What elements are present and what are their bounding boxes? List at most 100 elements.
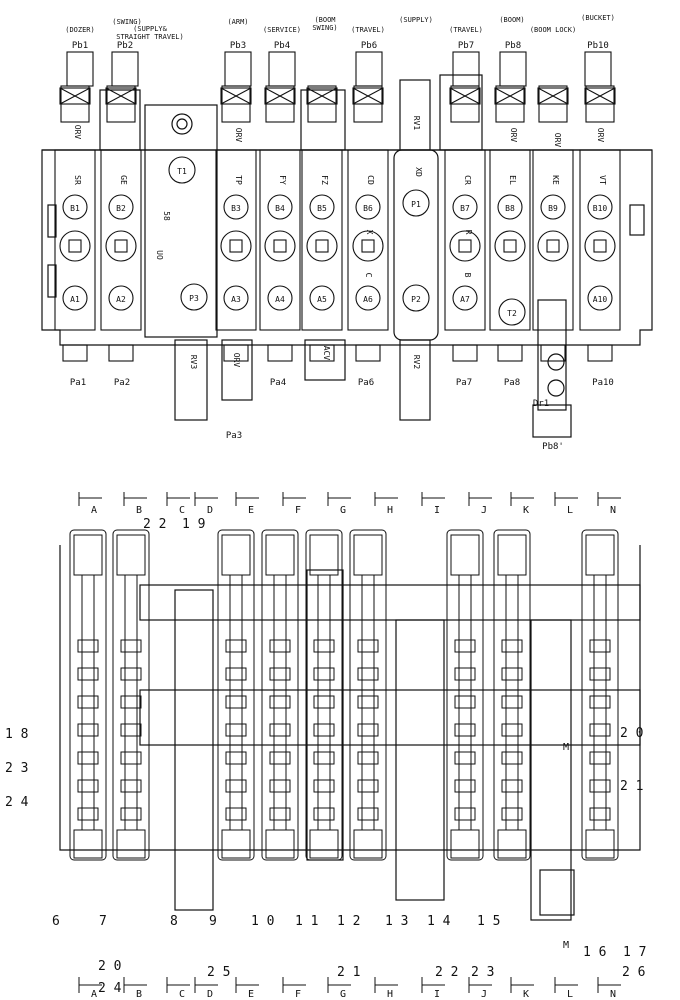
spool-land (120, 695, 142, 709)
part-number-label: 2 1 (620, 779, 643, 794)
section-spool-cap (353, 534, 383, 576)
section-spool-end (309, 829, 339, 859)
section-spool-cap (116, 534, 146, 576)
spool-section (532, 149, 574, 331)
section-letter-bottom: C (179, 989, 185, 1000)
section-letter-top: H (387, 505, 393, 516)
spool-land (313, 751, 335, 765)
spool-center-circle (494, 230, 526, 262)
section-letter-top: D (207, 505, 213, 516)
part-number-label: 2 3 (471, 965, 494, 980)
part-number-label: 1 7 (623, 945, 646, 960)
body-marking: X (365, 230, 374, 235)
spool-land (454, 723, 476, 737)
spool-land (454, 751, 476, 765)
port-circle-b (355, 194, 381, 220)
section-spool-end (585, 829, 615, 859)
boom-swing-spool (306, 569, 344, 861)
pb8prime-port (532, 404, 572, 438)
cap-cross-icon (449, 87, 481, 105)
circle-label-b: B6 (363, 204, 373, 213)
group-header-boom-swing2: SWING) (312, 24, 337, 32)
valve-label: RV1 (412, 116, 421, 131)
spool-center-circle (105, 230, 137, 262)
spool-square-icon (229, 239, 243, 253)
section-code-label: XD (414, 167, 423, 177)
spool-land (589, 667, 611, 681)
circle-label-b: B1 (70, 204, 80, 213)
part-number-label: 1 4 (427, 914, 451, 929)
spool-land (454, 807, 476, 821)
part-number-label: 2 4 (5, 795, 29, 810)
spool-land (225, 751, 247, 765)
spool-land (269, 779, 291, 793)
section-spool-body (261, 529, 299, 861)
port-circle-b (497, 194, 523, 220)
spool-square-icon (273, 239, 287, 253)
spool-section (100, 149, 142, 331)
section-spool-cap (497, 534, 527, 576)
group-header-travel-l: (TRAVEL) (351, 26, 385, 34)
special-circle-label: P3 (189, 294, 199, 303)
spool-land (454, 639, 476, 653)
part-number-label: 8 (170, 914, 178, 929)
special-port-circle (168, 156, 196, 184)
spool-section (579, 149, 621, 331)
part-number-label: 2 4 (98, 981, 122, 996)
spool-center-circle (449, 230, 481, 262)
spool-land (120, 779, 142, 793)
spool-center-circle (352, 230, 384, 262)
bottom-port-label: Pa3 (226, 431, 242, 441)
spool-land (313, 639, 335, 653)
section-letter-bottom: I (434, 989, 440, 1000)
pa-port (452, 344, 478, 362)
circle-label-a: A2 (116, 295, 126, 304)
spool-center-circle (584, 230, 616, 262)
spool-square-icon (361, 239, 375, 253)
section-letter-bottom: E (248, 989, 254, 1000)
section-letter-top: J (481, 505, 487, 516)
supply-block-port (171, 113, 193, 135)
bottom-port-label: Pa8 (504, 378, 520, 388)
section-spool-cap (585, 534, 615, 576)
spool-land (589, 779, 611, 793)
boom-lock-spool (530, 619, 572, 921)
body-marking: 58 (162, 211, 171, 221)
spool-land (225, 667, 247, 681)
spool-land (225, 639, 247, 653)
spool-center-circle (537, 230, 569, 262)
part-number-label: 1 2 (337, 914, 360, 929)
valve-label: ACV (322, 346, 331, 361)
spool-square-icon (114, 239, 128, 253)
bottom-port-label: Pa1 (70, 378, 86, 388)
section-letter-bottom: D (207, 989, 213, 1000)
spool-land (454, 667, 476, 681)
spool-land (501, 695, 523, 709)
section-spool-cap (450, 534, 480, 576)
spool-center-circle (306, 230, 338, 262)
spool-land (589, 639, 611, 653)
circle-label-b: B7 (460, 204, 470, 213)
section-letter-bottom: N (610, 989, 616, 1000)
spool-land (357, 695, 379, 709)
spool-land (357, 751, 379, 765)
port-circle-a (267, 285, 293, 311)
orv-label: ORV (232, 353, 241, 368)
spool-center-circle (220, 230, 252, 262)
section-code-label: CR (463, 175, 472, 185)
section-spool-body (112, 529, 150, 861)
circle-label-a: A6 (363, 295, 373, 304)
group-header-bucket: (BUCKET) (581, 14, 615, 22)
part-number-label: 2 2 (435, 965, 458, 980)
cap-cross-icon (105, 87, 137, 105)
top-port-label: Pb3 (230, 41, 246, 51)
spool-land (313, 779, 335, 793)
spool-land (77, 695, 99, 709)
port-circle-a (223, 285, 249, 311)
spool-land (77, 723, 99, 737)
group-header-supply-st1: (SUPPLY& (133, 25, 168, 33)
orv-label: ORV (596, 128, 605, 143)
body-marking: C (364, 273, 373, 278)
top-port-label: Pb1 (72, 41, 88, 51)
spool-square-icon (503, 239, 517, 253)
